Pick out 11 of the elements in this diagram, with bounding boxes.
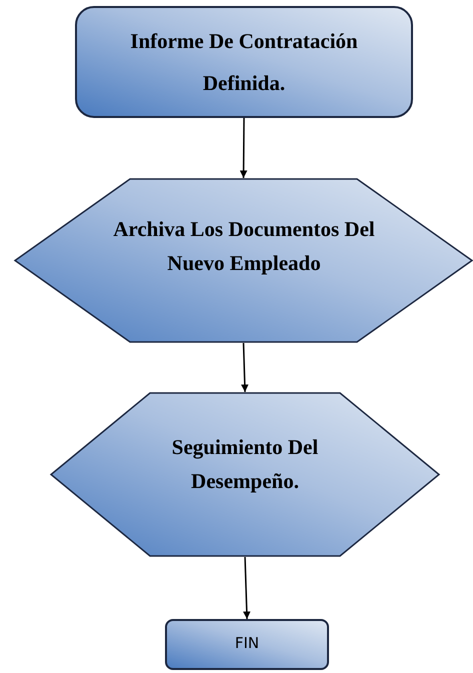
node-label: FIN: [234, 633, 260, 653]
arrow: [240, 118, 248, 178]
hexagon-shape: [14, 178, 473, 343]
arrow: [241, 342, 249, 392]
node-label: Archiva Los Documentos Del Nuevo Empleado: [112, 216, 376, 277]
node-label: Informe De Contratación Definida.: [129, 28, 359, 97]
node-label: Seguimiento Del Desempeño.: [170, 434, 320, 495]
arrow: [243, 556, 250, 620]
process-box: [75, 6, 413, 118]
hexagon-shape: [50, 392, 440, 557]
terminal-box: [165, 619, 329, 670]
